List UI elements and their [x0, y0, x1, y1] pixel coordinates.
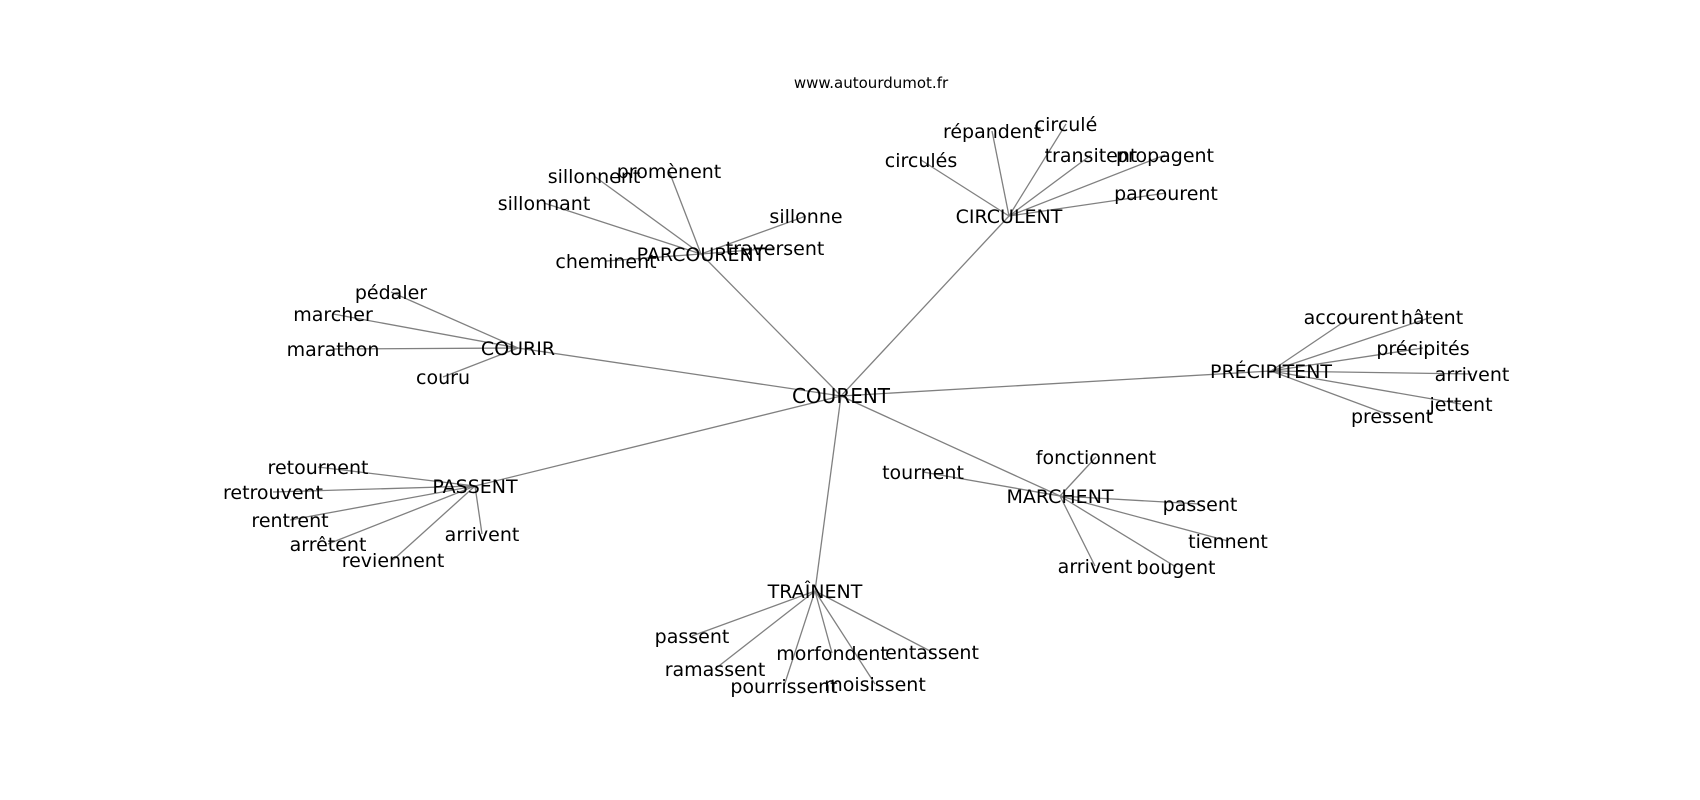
- edge-center-to-hub: [814, 395, 842, 592]
- leaf-node-label: arrivent: [1058, 556, 1133, 578]
- leaf-node-label: transitent: [1045, 145, 1138, 167]
- leaf-node-label: circulé: [1035, 114, 1098, 136]
- leaf-node-label: tournent: [882, 462, 964, 484]
- edge-hub-to-leaf: [289, 485, 476, 521]
- leaf-node-label: circulés: [885, 150, 957, 172]
- leaf-node-label: pressent: [1351, 406, 1433, 428]
- edge-hub-to-leaf: [332, 313, 519, 349]
- graph-edges: [272, 123, 1473, 687]
- edge-hub-to-leaf: [1270, 316, 1352, 372]
- edge-hub-to-leaf: [814, 590, 876, 685]
- leaf-node-label: retournent: [268, 457, 369, 479]
- edge-hub-to-leaf: [392, 485, 476, 561]
- leaf-node-label: passent: [655, 626, 730, 648]
- leaf-node-label: cheminent: [555, 251, 656, 273]
- edge-center-to-hub: [840, 395, 1061, 497]
- leaf-node-label: morfondent: [776, 643, 888, 665]
- edge-hub-to-leaf: [593, 175, 702, 255]
- leaf-node-label: tiennent: [1188, 531, 1268, 553]
- leaf-node-label: sillonnent: [548, 166, 641, 188]
- edge-hub-to-leaf: [1059, 495, 1229, 542]
- hub-node-label: MARCHENT: [1006, 486, 1113, 508]
- edge-center-to-hub: [840, 370, 1272, 397]
- hub-node-label: CIRCULENT: [956, 206, 1063, 228]
- edge-center-to-hub: [700, 253, 842, 397]
- edge-hub-to-leaf: [922, 471, 1061, 497]
- leaf-node-label: marathon: [287, 339, 380, 361]
- leaf-node-label: traversent: [726, 238, 825, 260]
- edge-hub-to-leaf: [700, 247, 776, 255]
- leaf-node-label: accourent: [1304, 307, 1399, 329]
- leaf-node-label: retrouvent: [223, 482, 323, 504]
- hub-node-label: TRAÎNENT: [767, 580, 863, 603]
- leaf-node-label: entassent: [885, 642, 979, 664]
- edge-center-to-hub: [474, 395, 842, 487]
- edge-hub-to-leaf: [543, 202, 702, 255]
- edge-hub-to-leaf: [691, 590, 816, 637]
- leaf-node-label: arrivent: [1435, 364, 1510, 386]
- edge-hub-to-leaf: [920, 159, 1010, 217]
- edge-center-to-hub: [517, 347, 842, 397]
- site-url-label: www.autourdumot.fr: [794, 74, 949, 92]
- edge-hub-to-leaf: [1059, 495, 1201, 505]
- edge-hub-to-leaf: [991, 130, 1010, 217]
- hub-node-label: PARCOURENT: [637, 244, 766, 266]
- leaf-node-label: pédaler: [355, 282, 427, 304]
- edge-hub-to-leaf: [814, 590, 933, 653]
- leaf-node-label: arrêtent: [290, 534, 367, 556]
- edge-hub-to-leaf: [1008, 123, 1067, 217]
- leaf-node-label: précipités: [1376, 338, 1469, 360]
- edge-hub-to-leaf: [327, 485, 476, 545]
- leaf-node-label: passent: [1163, 494, 1238, 516]
- edge-hub-to-leaf: [1008, 192, 1167, 217]
- edge-hub-to-leaf: [1008, 154, 1166, 217]
- leaf-node-label: parcourent: [1114, 183, 1218, 205]
- leaf-node-label: fonctionnent: [1036, 447, 1156, 469]
- leaf-node-label: propagent: [1116, 145, 1214, 167]
- leaf-node-label: reviennent: [342, 550, 445, 572]
- leaf-node-label: bougent: [1137, 557, 1216, 579]
- edge-hub-to-leaf: [390, 291, 519, 349]
- edge-hub-to-leaf: [1059, 495, 1177, 568]
- leaf-node-label: rentrent: [251, 510, 328, 532]
- edge-hub-to-leaf: [1270, 370, 1462, 405]
- leaf-node-label: moisissent: [824, 674, 926, 696]
- leaf-node-label: ramassent: [665, 659, 766, 681]
- edge-hub-to-leaf: [814, 590, 833, 654]
- edge-hub-to-leaf: [442, 347, 519, 378]
- edge-hub-to-leaf: [1270, 347, 1424, 372]
- leaf-node-label: hâtent: [1401, 307, 1463, 329]
- edge-hub-to-leaf: [317, 466, 476, 487]
- edge-hub-to-leaf: [714, 590, 816, 670]
- edge-hub-to-leaf: [272, 485, 476, 493]
- edge-hub-to-leaf: [1059, 495, 1096, 567]
- edge-hub-to-leaf: [605, 253, 702, 262]
- hub-node-label: PASSENT: [432, 476, 518, 498]
- edge-hub-to-leaf: [1059, 456, 1097, 497]
- hub-node-label: COURIR: [481, 338, 555, 360]
- leaf-node-label: arrivent: [445, 524, 520, 546]
- leaf-node-label: pourrissent: [730, 676, 837, 698]
- edge-hub-to-leaf: [1270, 370, 1473, 375]
- edge-hub-to-leaf: [668, 170, 702, 255]
- hub-node-label: PRÉCIPITENT: [1210, 360, 1332, 383]
- leaf-node-label: jettent: [1428, 394, 1492, 416]
- edge-hub-to-leaf: [700, 215, 807, 255]
- edge-center-to-hub: [840, 215, 1010, 397]
- leaf-node-label: sillonnant: [498, 193, 591, 215]
- leaf-node-label: promènent: [617, 161, 722, 183]
- leaf-node-label: sillonne: [769, 206, 842, 228]
- edge-hub-to-leaf: [332, 347, 519, 350]
- edge-hub-to-leaf: [474, 485, 483, 535]
- edge-hub-to-leaf: [1270, 316, 1433, 372]
- edge-hub-to-leaf: [783, 590, 816, 687]
- leaf-node-label: répandent: [943, 121, 1041, 143]
- edge-hub-to-leaf: [1008, 154, 1092, 217]
- edge-hub-to-leaf: [1270, 370, 1393, 417]
- leaf-node-label: marcher: [293, 304, 373, 326]
- leaf-node-label: couru: [416, 367, 470, 389]
- center-node-label: COURENT: [792, 384, 891, 408]
